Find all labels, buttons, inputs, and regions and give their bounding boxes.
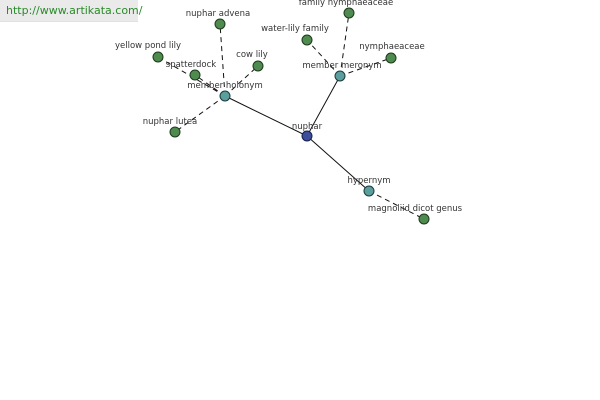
label-nymphaeaceae[interactable]: nymphaeaceae: [359, 42, 424, 52]
edge-meronym-water-lily-family: [306, 39, 341, 77]
label-member-meronym[interactable]: member meronym: [302, 61, 381, 71]
label-spatterdock[interactable]: spatterdock: [166, 60, 217, 70]
node-nuphar[interactable]: [301, 130, 313, 142]
label-water-lily-family[interactable]: water-lily family: [261, 24, 329, 34]
node-water-lily-family[interactable]: [301, 34, 313, 46]
node-nuphar-advena[interactable]: [214, 18, 226, 30]
label-member-holonym[interactable]: member holonym: [187, 81, 262, 91]
node-spatterdock[interactable]: [189, 69, 201, 81]
edge-meronym-nymphaeaceae: [339, 57, 392, 77]
edge-holonym-spatterdock: [194, 74, 226, 97]
label-yellow-pond-lily[interactable]: yellow pond lily: [115, 41, 181, 51]
label-cow-lily[interactable]: cow lily: [236, 50, 268, 60]
edge-holonym-nuphar-advena: [219, 23, 226, 97]
node-member-holonym[interactable]: [219, 90, 231, 102]
edge-hypernym-magnoliid-dicot-genus: [368, 190, 425, 220]
label-nuphar-lutea[interactable]: nuphar lutea: [143, 117, 197, 127]
graph-nodes[interactable]: [152, 7, 430, 225]
node-family-nymphaeaceae[interactable]: [343, 7, 355, 19]
node-magnoliid-dicot-genus[interactable]: [418, 213, 430, 225]
label-nuphar-advena[interactable]: nuphar advena: [186, 9, 250, 19]
label-hypernym[interactable]: hypernym: [347, 176, 390, 186]
edge-holonym-nuphar-lutea: [174, 95, 226, 133]
graph-edges: [157, 12, 425, 220]
edge-nuphar-hypernym: [306, 135, 370, 192]
site-badge: http://www.artikata.com/: [0, 0, 142, 22]
node-nuphar-lutea[interactable]: [169, 126, 181, 138]
label-nuphar[interactable]: nuphar: [292, 122, 323, 132]
label-magnoliid-dicot-genus[interactable]: magnoliid dicot genus: [368, 204, 463, 214]
node-yellow-pond-lily[interactable]: [152, 51, 164, 63]
graph-labels: nuphar member holonym member meronym hyp…: [115, 0, 463, 214]
edge-meronym-family-nymphaeaceae: [339, 12, 350, 77]
node-hypernym[interactable]: [363, 185, 375, 197]
edge-nuphar-member-meronym: [306, 75, 341, 137]
site-url-link[interactable]: http://www.artikata.com/: [6, 4, 143, 17]
edge-holonym-cow-lily: [224, 65, 259, 97]
node-nymphaeaceae[interactable]: [385, 52, 397, 64]
label-family-nymphaeaceae[interactable]: family nymphaeaceae: [299, 0, 393, 8]
node-cow-lily[interactable]: [252, 60, 264, 72]
node-member-meronym[interactable]: [334, 70, 346, 82]
edge-nuphar-member-holonym: [224, 95, 308, 137]
